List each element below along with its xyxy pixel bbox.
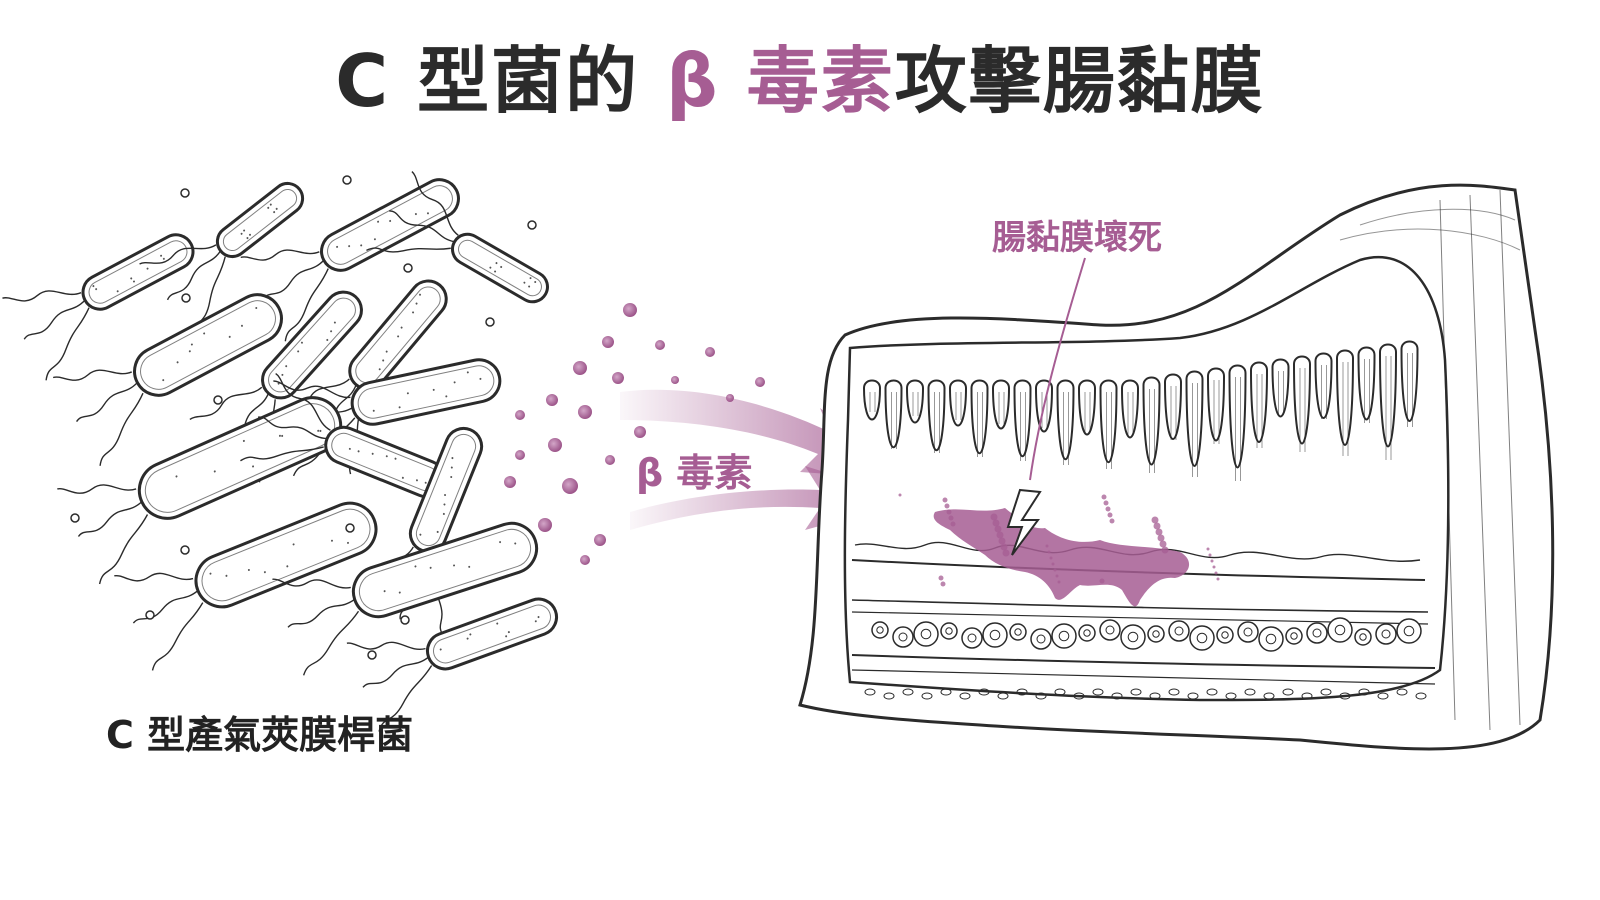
toxin-particle xyxy=(580,555,590,565)
tissue-cell xyxy=(1258,626,1284,652)
villus xyxy=(1163,373,1183,440)
tissue-cell xyxy=(1030,628,1052,650)
tissue-cell xyxy=(1078,624,1096,642)
toxin-particle xyxy=(594,534,606,546)
villus xyxy=(1357,346,1376,421)
bacteria-cluster xyxy=(2,171,559,732)
tissue-cell xyxy=(1189,625,1215,651)
bacterium-rod xyxy=(346,597,559,732)
toxin-particle xyxy=(578,405,592,419)
bacteria-label: C 型產氣莢膜桿菌 xyxy=(106,713,414,757)
toxin-particle xyxy=(515,410,525,420)
tissue-cell xyxy=(892,626,914,648)
intestine-inner-lumen xyxy=(843,255,1450,702)
tissue-cell xyxy=(1237,621,1259,643)
villus xyxy=(1249,361,1269,443)
toxin-particle xyxy=(573,361,587,375)
villus xyxy=(948,379,968,427)
tissue-cell xyxy=(1168,620,1190,642)
toxin-particle xyxy=(612,372,624,384)
bacterium-rod xyxy=(366,171,549,304)
villi xyxy=(862,340,1419,481)
villus xyxy=(1185,370,1204,467)
tissue-cell xyxy=(1120,624,1146,650)
villus xyxy=(1013,379,1032,457)
villus xyxy=(1292,355,1312,445)
villus xyxy=(1077,379,1097,436)
villus xyxy=(1271,358,1290,418)
tissue-cell xyxy=(1354,628,1372,646)
tissue-cell xyxy=(1051,623,1077,649)
toxin-particle xyxy=(634,426,646,438)
title-part-2-highlight: β 毒素 xyxy=(666,39,895,123)
diagram-title: C 型菌的 β 毒素攻擊腸黏膜 xyxy=(0,22,1600,127)
bacterium-rod xyxy=(240,178,460,342)
villus xyxy=(1378,343,1398,448)
villus xyxy=(1056,379,1075,460)
lightning-icon xyxy=(1006,488,1042,556)
villus xyxy=(1335,349,1355,446)
bacterium-rod xyxy=(57,396,343,585)
bacterium-rod xyxy=(189,290,363,483)
submucosa-cells xyxy=(864,617,1427,700)
mucosa-necrosis-area xyxy=(898,257,1220,607)
bacterium-rod xyxy=(272,521,539,676)
toxin-particle xyxy=(515,450,525,460)
villus xyxy=(1206,367,1226,442)
title-part-1: C 型菌的 xyxy=(335,39,667,123)
villus xyxy=(927,379,946,452)
villus xyxy=(862,379,882,421)
tissue-cell xyxy=(1099,619,1121,641)
villus xyxy=(1314,352,1333,419)
villus xyxy=(1099,379,1118,463)
intestine-cross-section xyxy=(798,183,1555,751)
villus xyxy=(1120,379,1140,439)
toxin-particle xyxy=(538,518,552,532)
toxin-particle xyxy=(602,336,614,348)
tissue-cell xyxy=(940,622,958,640)
toxin-particle xyxy=(504,476,516,488)
toxin-particle xyxy=(546,394,558,406)
villus xyxy=(970,379,989,455)
villus xyxy=(1400,340,1419,422)
tissue-cell xyxy=(1147,625,1165,643)
villus xyxy=(1228,364,1247,469)
tissue-cell xyxy=(1396,618,1422,644)
tissue-cell xyxy=(871,621,889,639)
toxin-particles xyxy=(504,303,765,565)
toxin-particle xyxy=(623,303,637,317)
tissue-cell xyxy=(1375,623,1397,645)
toxin-particle xyxy=(655,340,665,350)
bacterium-rod xyxy=(52,293,283,466)
villus xyxy=(991,379,1011,430)
villus xyxy=(905,379,925,424)
toxin-particle xyxy=(705,347,715,357)
toxin-label: β 毒素 xyxy=(636,451,753,495)
tissue-cell xyxy=(1285,627,1303,645)
bacterium-rod xyxy=(2,233,195,381)
tissue-cell xyxy=(1009,623,1027,641)
toxin-particle xyxy=(562,478,578,494)
tissue-cell xyxy=(1306,622,1328,644)
tissue-cell xyxy=(1327,617,1353,643)
tissue-cell xyxy=(961,627,983,649)
toxin-particle xyxy=(671,376,679,384)
toxin-particle xyxy=(755,377,765,387)
necrosis-label: 腸黏膜壞死 xyxy=(992,218,1162,258)
bacterium-rod xyxy=(139,181,305,336)
intestine-outer-wall xyxy=(798,183,1555,751)
toxin-particle xyxy=(548,438,562,452)
toxin-particle xyxy=(605,455,615,465)
tissue-cell xyxy=(982,622,1008,648)
tissue-cell xyxy=(913,621,939,647)
villus xyxy=(884,379,903,449)
necrosis-pointer-line xyxy=(1029,257,1086,481)
tissue-cell xyxy=(1216,626,1234,644)
bacterium-rod xyxy=(114,501,378,671)
title-part-3: 攻擊腸黏膜 xyxy=(894,39,1265,123)
villus xyxy=(1142,376,1161,466)
